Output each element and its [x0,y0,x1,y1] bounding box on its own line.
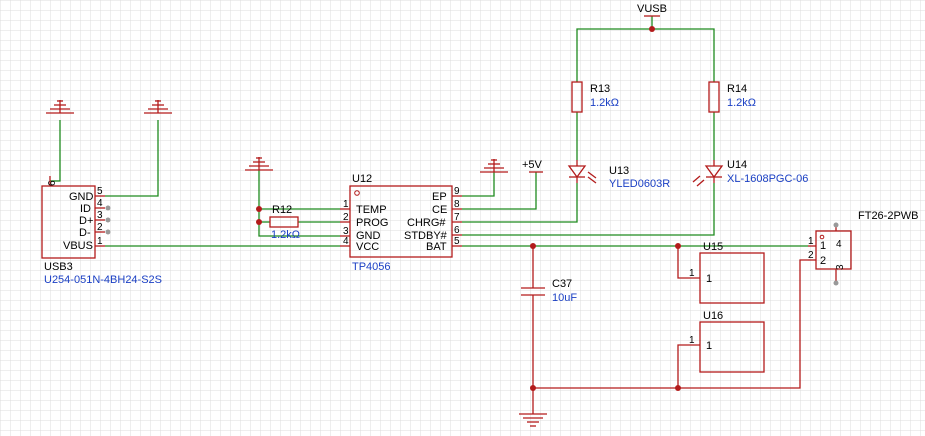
r13-resistor[interactable]: R13 1.2kΩ [571,81,619,113]
u12-pin-num: 9 [454,186,460,197]
sw-pin-num: 2 [808,250,814,261]
u13-part: YLED0603R [609,178,670,190]
usb3-connector[interactable]: GND ID D+ D- VBUS 5 4 3 2 1 6 USB3 U254-… [41,176,162,286]
u12-part: TP4056 [352,261,391,273]
wire-ep [462,172,495,197]
r12-resistor[interactable]: R12 1.2kΩ [269,204,300,241]
u12-pin-label: CE [432,204,447,216]
red-nets [532,246,808,410]
u12-pin-label: EP [432,191,447,203]
wire-stdby [462,183,715,236]
wire-ce [462,172,537,210]
u15-designator: U15 [703,241,723,253]
u12-pin-num: 6 [454,225,460,236]
u12-designator: U12 [352,173,372,185]
u12-pin-label: VCC [356,241,379,253]
sw-pin-num: 3 [835,264,846,270]
u12-tp4056[interactable]: TEMP PROG GND VCC 1 2 3 4 EP CE CHRG# ST… [340,173,462,273]
ground-symbol [245,157,273,171]
u12-pin-label: TEMP [356,204,387,216]
u12-pin-num: 5 [454,236,460,247]
u16-pin: 1 [706,340,712,352]
u12-pin-num: 7 [454,212,460,223]
sw-pin: 2 [820,255,826,267]
wire-chrg [462,183,578,223]
sw-pin-num: 1 [808,236,814,247]
c37-capacitor[interactable]: C37 10uF [521,278,577,304]
u12-pin-num: 1 [343,199,349,210]
r13-value: 1.2kΩ [590,97,619,109]
c37-designator: C37 [552,278,572,290]
wire-vusb [576,28,715,82]
u12-pin-num: 2 [343,212,349,223]
u12-pin-num: 4 [343,236,349,247]
wire-gnd-left [258,170,340,237]
sw-pin-num: 4 [836,239,842,250]
u13-led[interactable]: U13 YLED0603R [567,160,670,190]
usb3-pin-label: ID [80,203,91,215]
u14-led[interactable]: U14 XL-1608PGC-06 [692,159,808,187]
u14-designator: U14 [727,159,747,171]
sw-label: FT26-2PWB [858,210,919,222]
usb3-pin-label: VBUS [63,240,93,252]
ft26-switch[interactable]: 1 2 1 2 4 3 FT26-2PWB [808,210,919,286]
usb3-side-pin: 6 [47,180,58,186]
usb3-pin-num: 2 [97,222,103,233]
ground-symbol [480,159,508,173]
r14-designator: R14 [727,83,747,95]
ground-symbol [144,100,172,114]
junctions [256,26,681,391]
usb3-part: U254-051N-4BH24-S2S [44,274,162,286]
wire-usb-shield [50,120,61,182]
u12-pin-label: BAT [426,241,447,253]
r14-resistor[interactable]: R14 1.2kΩ [708,81,756,113]
usb3-pin-num: 4 [97,198,103,209]
u15-pin-num: 1 [689,268,695,279]
r12-value: 1.2kΩ [271,229,300,241]
plus5v-net[interactable]: +5V [522,159,543,173]
u14-part: XL-1608PGC-06 [727,173,808,185]
u15-pad[interactable]: U15 1 1 [689,241,765,304]
ground-symbol [519,410,547,427]
c37-value: 10uF [552,292,577,304]
u12-pin-label: GND [356,230,381,242]
usb3-pin-num: 5 [97,186,103,197]
u16-pad[interactable]: U16 1 1 [689,310,765,373]
plus5v-label: +5V [522,159,543,171]
sw-pin: 1 [820,240,826,252]
u12-pin-num: 3 [343,226,349,237]
u12-pin-label: STDBY# [404,230,448,242]
usb3-pin-num: 1 [97,236,103,247]
usb3-pin-label: GND [69,191,94,203]
usb3-pin-label: D+ [79,215,93,227]
r14-value: 1.2kΩ [727,97,756,109]
u15-pin: 1 [706,273,712,285]
u12-pin-label: CHRG# [407,217,446,229]
u16-pin-num: 1 [689,335,695,346]
wire-usb-gnd [105,120,159,197]
u12-pin-num: 8 [454,199,460,210]
usb3-designator: USB3 [44,261,73,273]
ground-symbol [46,100,74,114]
r13-designator: R13 [590,83,610,95]
r12-designator: R12 [272,204,292,216]
u13-designator: U13 [609,165,629,177]
u12-pin-label: PROG [356,217,388,229]
usb3-pin-num: 3 [97,210,103,221]
usb3-pin-label: D- [79,227,91,239]
vusb-label: VUSB [637,3,667,15]
vusb-net[interactable]: VUSB [637,3,667,17]
u16-designator: U16 [703,310,723,322]
